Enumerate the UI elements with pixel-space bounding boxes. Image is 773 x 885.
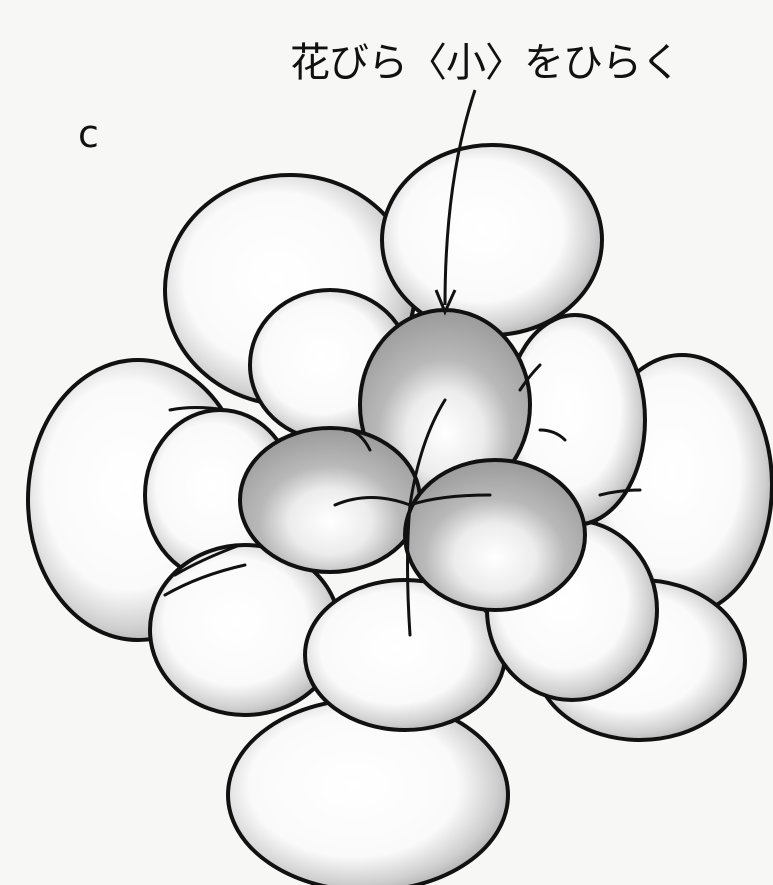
inner-petal-right: [405, 460, 585, 610]
outer-petal-top-right: [382, 145, 602, 335]
outer-petal-bottom: [228, 699, 508, 885]
